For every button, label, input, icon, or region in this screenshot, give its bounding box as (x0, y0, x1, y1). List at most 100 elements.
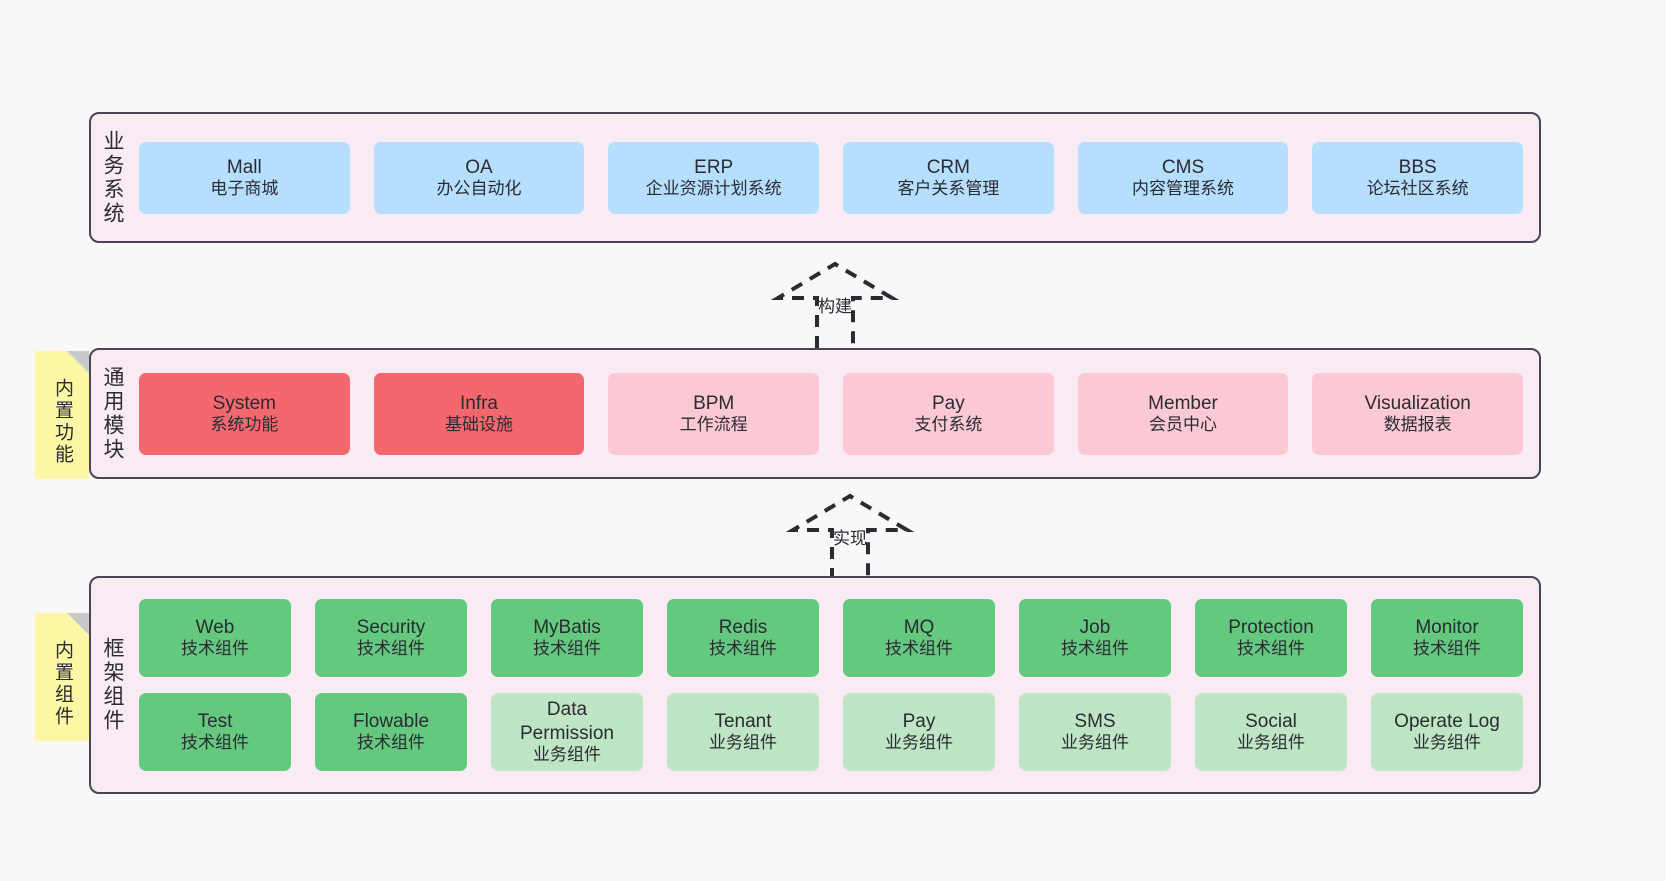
dashed-hollow-arrow-icon (785, 493, 915, 580)
card-title: Visualization (1364, 392, 1471, 414)
folded-corner-icon (67, 613, 89, 635)
card-desc: 办公自动化 (436, 178, 522, 198)
arrow-label: 实现 (833, 529, 867, 548)
card-title: BPM (693, 392, 735, 414)
layer-body-common-modules: System 系统功能 Infra 基础设施 BPM 工作流程 Pay 支付系统… (133, 350, 1539, 477)
card-desc: 基础设施 (445, 414, 513, 434)
card-crm[interactable]: CRM 客户关系管理 (843, 141, 1054, 214)
card-desc: 技术组件 (181, 733, 249, 753)
card-title: Security (356, 617, 426, 639)
card-bpm[interactable]: BPM 工作流程 (608, 372, 820, 455)
card-title: BBS (1398, 156, 1437, 178)
card-tenant[interactable]: Tenant 业务组件 (667, 693, 819, 771)
card-row: System 系统功能 Infra 基础设施 BPM 工作流程 Pay 支付系统… (139, 372, 1524, 455)
layer-common-modules: 通用模块 System 系统功能 Infra 基础设施 BPM 工作流程 Pay (89, 348, 1541, 479)
layer-title-text: 框架组件 (101, 637, 125, 733)
card-visualization[interactable]: Visualization 数据报表 (1312, 372, 1524, 455)
layer-body-framework-components: Web 技术组件 Security 技术组件 MyBatis 技术组件 Redi… (133, 578, 1539, 792)
dashed-hollow-arrow-icon (770, 261, 900, 348)
card-title: Pay (931, 392, 965, 414)
card-title: MyBatis (533, 617, 601, 639)
card-desc: 技术组件 (1237, 639, 1305, 659)
card-desc: 论坛社区系统 (1366, 178, 1469, 198)
card-row: Web 技术组件 Security 技术组件 MyBatis 技术组件 Redi… (139, 599, 1523, 677)
card-redis[interactable]: Redis 技术组件 (667, 599, 819, 677)
card-desc: 技术组件 (1413, 639, 1481, 659)
card-desc: 数据报表 (1383, 414, 1452, 434)
card-desc: 技术组件 (533, 639, 601, 659)
card-title-line2: Permission (520, 722, 614, 744)
card-mybatis[interactable]: MyBatis 技术组件 (491, 599, 643, 677)
note-builtin-component: 内置组件 (35, 613, 89, 741)
card-test[interactable]: Test 技术组件 (139, 693, 291, 771)
card-data-permission[interactable]: Data Permission 业务组件 (491, 693, 643, 771)
card-title: CRM (926, 156, 970, 178)
card-desc: 工作流程 (679, 414, 748, 434)
card-job[interactable]: Job 技术组件 (1019, 599, 1171, 677)
card-desc: 业务组件 (1237, 733, 1305, 753)
card-cms[interactable]: CMS 内容管理系统 (1077, 141, 1289, 214)
card-title: Test (197, 711, 233, 733)
card-infra[interactable]: Infra 基础设施 (373, 372, 585, 455)
card-title: MQ (903, 617, 935, 639)
card-flowable[interactable]: Flowable 技术组件 (315, 693, 467, 771)
card-pay-component[interactable]: Pay 业务组件 (843, 693, 995, 771)
card-desc: 支付系统 (914, 414, 983, 434)
card-mq[interactable]: MQ 技术组件 (843, 599, 995, 677)
card-title: Redis (718, 617, 768, 639)
card-bbs[interactable]: BBS 论坛社区系统 (1312, 141, 1524, 214)
card-protection[interactable]: Protection 技术组件 (1195, 599, 1347, 677)
card-desc: 业务组件 (533, 744, 601, 764)
card-title: Mall (226, 156, 262, 178)
folded-corner-icon (67, 351, 89, 373)
card-desc: 业务组件 (885, 733, 953, 753)
card-erp[interactable]: ERP 企业资源计划系统 (608, 141, 820, 214)
card-title: Social (1245, 711, 1297, 733)
card-desc: 技术组件 (357, 639, 425, 659)
arrow-label: 构建 (818, 297, 852, 316)
card-desc: 客户关系管理 (897, 178, 1000, 198)
card-title: Tenant (714, 711, 772, 733)
card-member[interactable]: Member 会员中心 (1077, 372, 1289, 455)
card-desc: 会员中心 (1149, 414, 1218, 434)
layer-title-text: 业务系统 (101, 129, 125, 226)
card-title: Operate Log (1394, 711, 1500, 733)
card-sms[interactable]: SMS 业务组件 (1019, 693, 1171, 771)
card-desc: 内容管理系统 (1132, 178, 1235, 198)
card-desc: 企业资源计划系统 (645, 178, 782, 198)
card-desc: 业务组件 (709, 733, 777, 753)
card-desc: 电子商城 (210, 178, 279, 198)
card-security[interactable]: Security 技术组件 (315, 599, 467, 677)
card-title: Pay (902, 711, 936, 733)
layer-body-business-system: Mall 电子商城 OA 办公自动化 ERP 企业资源计划系统 CRM 客户关系… (133, 114, 1539, 241)
layer-business-system: 业务系统 Mall 电子商城 OA 办公自动化 ERP 企业资源计划系统 CRM (89, 112, 1541, 243)
card-title: CMS (1161, 156, 1205, 178)
card-desc: 技术组件 (709, 639, 777, 659)
layer-title-text: 通用模块 (101, 365, 125, 462)
card-desc: 技术组件 (1061, 639, 1129, 659)
card-title: Data (546, 699, 588, 721)
card-row: Test 技术组件 Flowable 技术组件 Data Permission … (139, 693, 1523, 771)
arrow-implement: 实现 (775, 490, 925, 582)
note-label: 内置组件 (51, 640, 73, 728)
card-system[interactable]: System 系统功能 (139, 372, 350, 455)
card-social[interactable]: Social 业务组件 (1195, 693, 1347, 771)
card-oa[interactable]: OA 办公自动化 (373, 141, 585, 214)
card-title: Monitor (1415, 617, 1479, 639)
card-desc: 技术组件 (357, 733, 425, 753)
card-title: SMS (1074, 711, 1116, 733)
card-title: Infra (459, 392, 499, 414)
arrow-build: 构建 (760, 258, 910, 350)
card-pay[interactable]: Pay 支付系统 (843, 372, 1054, 455)
layer-title-framework-components: 框架组件 (91, 578, 133, 792)
card-desc: 业务组件 (1061, 733, 1129, 753)
note-builtin-function: 内置功能 (35, 351, 89, 479)
card-web[interactable]: Web 技术组件 (139, 599, 291, 677)
layer-title-common-modules: 通用模块 (91, 350, 133, 477)
card-monitor[interactable]: Monitor 技术组件 (1371, 599, 1523, 677)
card-mall[interactable]: Mall 电子商城 (139, 141, 350, 214)
card-title: Protection (1228, 617, 1314, 639)
card-operate-log[interactable]: Operate Log 业务组件 (1371, 693, 1523, 771)
card-title: System (212, 392, 277, 414)
